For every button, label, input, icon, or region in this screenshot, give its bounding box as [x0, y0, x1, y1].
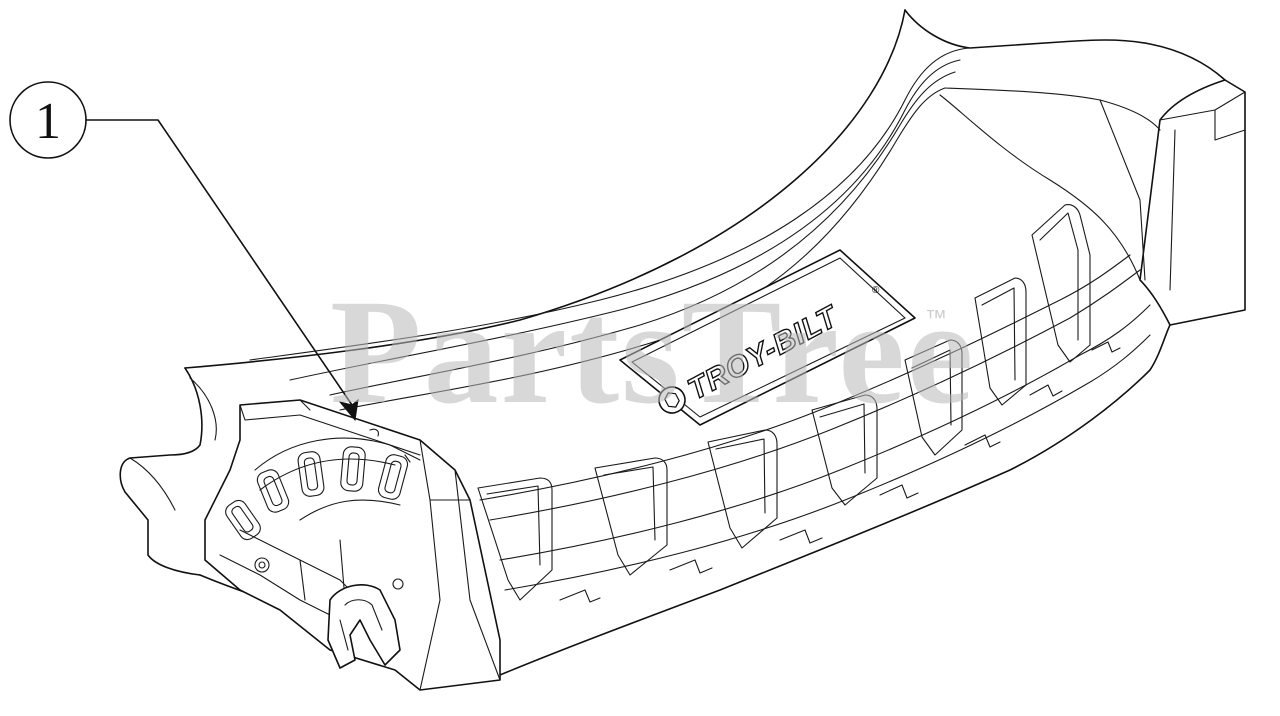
- callout-label: 1: [35, 93, 61, 150]
- watermark-text: PartsTree: [330, 269, 975, 435]
- grip-ribs: [477, 204, 1151, 603]
- leader-line: [85, 119, 353, 406]
- pivot-hole-icon: [254, 557, 270, 573]
- callout-1: 1: [9, 81, 359, 422]
- watermark: PartsTree ™: [330, 269, 975, 435]
- logo-plate: TROY-BILT ®: [619, 249, 916, 426]
- adjustment-slots: [225, 446, 409, 541]
- arrowhead-icon: [338, 398, 359, 422]
- watermark-trademark: ™: [925, 305, 947, 330]
- hinge-clip-assembly: [204, 399, 501, 691]
- brand-registered-mark: ®: [872, 285, 880, 296]
